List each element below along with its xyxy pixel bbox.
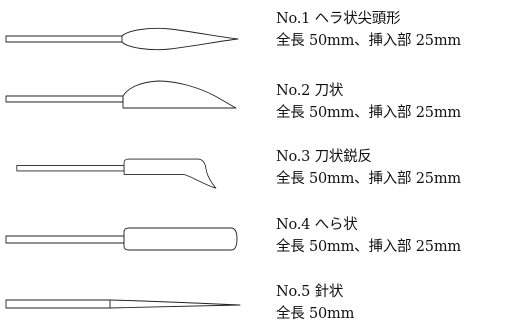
instrument-1-spec: 全長 50mm、挿入部 25mm [276,33,461,49]
instrument-2-handle [5,95,124,103]
instrument-4-blade [123,227,238,251]
instrument-5-handle [5,299,111,309]
instrument-3-blade [123,158,217,189]
instrument-2-spec: 全長 50mm、挿入部 25mm [276,105,461,121]
instrument-3-handle [16,165,125,172]
instrument-5-needle [109,299,241,309]
instrument-3-name: No.3 刀状鋭反 [276,149,372,165]
instrument-3-caption: No.3 刀状鋭反 全長 50mm、挿入部 25mm [276,146,512,190]
instrument-5-caption: No.5 針状 全長 50mm [276,281,512,325]
instrument-4-drawing [5,227,238,251]
instrument-5-name: No.5 針状 [276,284,344,300]
instrument-1-drawing [5,27,239,51]
instrument-2-name: No.2 刀状 [276,83,344,99]
instrument-5-spec: 全長 50mm [276,306,355,322]
instrument-2-blade [122,80,237,109]
instrument-4-spec: 全長 50mm、挿入部 25mm [276,239,461,255]
instrument-5-drawing [5,299,241,309]
instrument-4-name: No.4 へら状 [276,217,358,233]
instrument-3-drawing [16,158,217,189]
instrument-2-drawing [5,80,237,109]
instrument-1-name: No.1 ヘラ状尖頭形 [276,11,401,27]
instrument-1-blade [121,27,239,51]
instrument-4-caption: No.4 へら状 全長 50mm、挿入部 25mm [276,214,512,258]
instrument-3-spec: 全長 50mm、挿入部 25mm [276,171,461,187]
instrument-4-handle [5,235,125,244]
instrument-1-caption: No.1 ヘラ状尖頭形 全長 50mm、挿入部 25mm [276,8,512,52]
instrument-2-caption: No.2 刀状 全長 50mm、挿入部 25mm [276,80,512,124]
instrument-1-handle [5,35,123,43]
